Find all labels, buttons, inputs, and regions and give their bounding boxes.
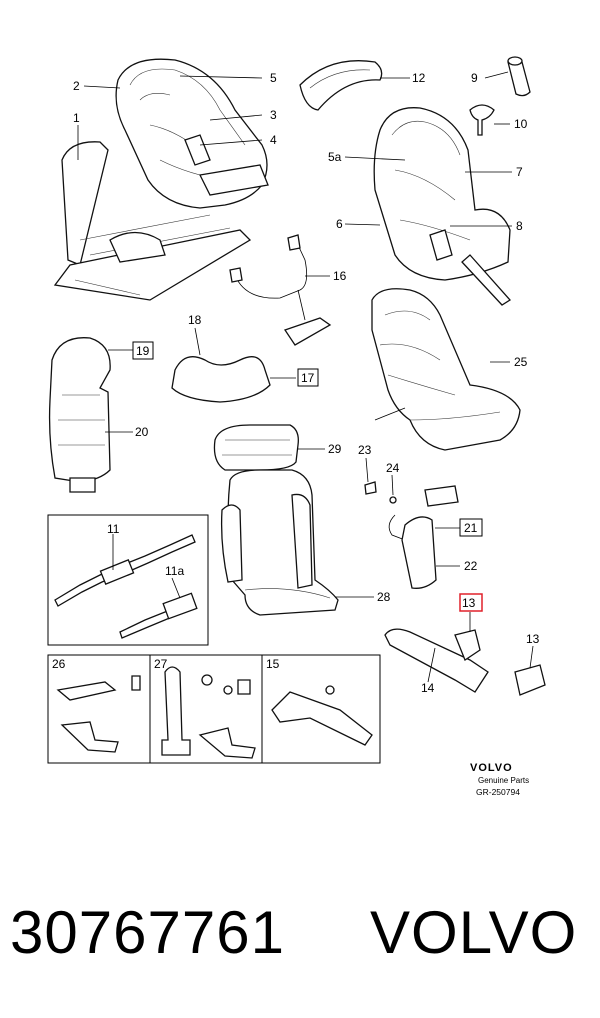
callout-2: 2 [73, 79, 80, 93]
brand-subtitle: Genuine Parts [478, 776, 530, 785]
belt-buckle-11 [54, 534, 196, 607]
diagram-reference: GR-250794 [476, 787, 520, 797]
callout-12: 12 [412, 71, 426, 85]
wire-harness [229, 234, 332, 346]
cushion-cover [48, 337, 111, 493]
callout-13-highlighted: 13 [462, 596, 476, 610]
infant-seat [115, 58, 269, 209]
footer-brand: VOLVO [370, 899, 578, 966]
callout-28: 28 [377, 590, 391, 604]
callout-27: 27 [154, 657, 168, 671]
seat-cover [371, 288, 521, 451]
callout-14: 14 [421, 681, 435, 695]
booster-cushion [171, 356, 271, 403]
callout-box-13-highlight [459, 593, 483, 612]
leader-lines [77, 71, 534, 683]
callout-16: 16 [333, 269, 347, 283]
bracket-26-parts [56, 675, 141, 753]
callout-9: 9 [471, 71, 478, 85]
callout-20: 20 [135, 425, 149, 439]
clip-part [469, 104, 495, 136]
callout-box-21 [459, 518, 483, 537]
callout-17: 17 [301, 371, 315, 385]
brand-logo-text: VOLVO [470, 762, 513, 774]
callout-25: 25 [514, 355, 528, 369]
callout-10: 10 [514, 117, 528, 131]
callout-23: 23 [358, 443, 372, 457]
buckle-panel [47, 514, 209, 646]
callout-21: 21 [464, 521, 478, 535]
callout-7: 7 [516, 165, 523, 179]
callout-1: 1 [73, 111, 80, 125]
callout-11a: 11a [165, 564, 184, 578]
callout-24: 24 [386, 461, 400, 475]
callout-13: 13 [526, 632, 540, 646]
booster-seat [213, 424, 339, 616]
callout-8: 8 [516, 219, 523, 233]
bracket-27-parts [161, 666, 256, 759]
bracket-15-parts [271, 685, 373, 746]
callout-11: 11 [107, 522, 120, 536]
sun-canopy [299, 60, 383, 111]
callout-19: 19 [136, 344, 150, 358]
callout-3: 3 [270, 108, 277, 122]
callout-box-19 [132, 341, 154, 360]
part-number: 30767761 [10, 899, 285, 966]
callout-22: 22 [464, 559, 478, 573]
callout-15: 15 [266, 657, 280, 671]
mirror-assembly [364, 481, 459, 589]
callout-5a: 5a [328, 150, 342, 164]
callout-4: 4 [270, 133, 277, 147]
callout-labels: 2 1 5 3 4 12 9 10 5a 7 6 8 16 18 19 17 2… [52, 71, 540, 695]
parts-diagram: 2 1 5 3 4 12 9 10 5a 7 6 8 16 18 19 17 2… [47, 56, 546, 764]
belt-buckle-11a [119, 592, 198, 639]
plug-part [507, 56, 531, 97]
callout-26: 26 [52, 657, 66, 671]
seat-base-frame [53, 141, 252, 301]
callout-box-17 [297, 368, 319, 387]
callout-29: 29 [328, 442, 342, 456]
callout-5: 5 [270, 71, 277, 85]
callout-18: 18 [188, 313, 202, 327]
callout-6: 6 [336, 217, 343, 231]
anchor-bracket [384, 628, 546, 696]
child-seat [373, 107, 511, 306]
